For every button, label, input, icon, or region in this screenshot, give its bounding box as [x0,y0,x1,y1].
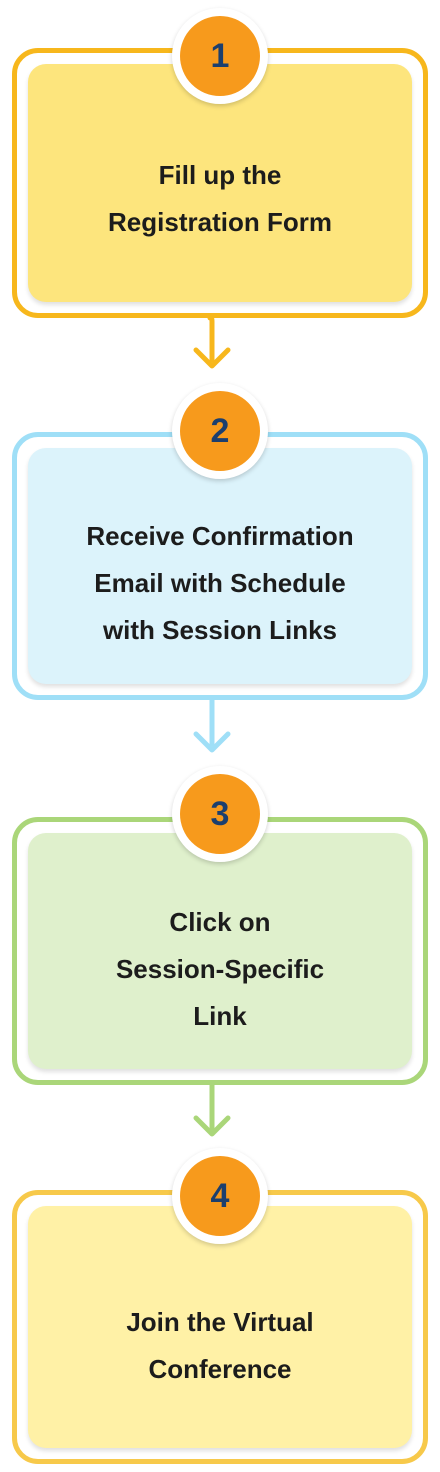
step-1-line-1: Fill up the [158,160,282,190]
step-4-panel: Join the Virtual Conference [28,1206,412,1448]
step-2-number: 2 [180,391,260,471]
step-3-number: 3 [180,774,260,854]
step-2-panel: Receive Confirmation Email with Schedule… [28,448,412,684]
step-4-line-2: Conference [148,1354,292,1384]
step-2-badge: 2 [172,383,268,479]
step-1-line-2: Registration Form [108,207,332,237]
step-3-panel: Click on Session-Specific Link [28,833,412,1069]
step-1-number: 1 [180,16,260,96]
step-3-line-1: Click on [169,906,271,937]
step-2-card: Receive Confirmation Email with Schedule… [12,432,428,700]
step-4-number: 4 [180,1156,260,1236]
step-4-text: Join the Virtual Conference [126,1299,313,1393]
step-1-card: Fill up the Registration Form [12,48,428,318]
connector-2-to-3 [193,697,231,753]
connector-1-to-2 [193,315,231,369]
step-1-badge: 1 [172,8,268,104]
step-3-badge: 3 [172,766,268,862]
step-3-line-3: Link [193,1000,247,1031]
step-4-card: Join the Virtual Conference [12,1190,428,1464]
step-2-line-1: Receive Confirmation [86,520,354,551]
step-2-line-2: Email with Schedule [94,567,346,598]
step-3-text: Click on Session-Specific Link [116,899,324,1040]
step-4-badge: 4 [172,1148,268,1244]
step-2-line-3: with Session Links [102,614,338,645]
step-1-text: Fill up the Registration Form [108,152,332,246]
connector-3-to-4 [193,1082,231,1137]
step-3-line-2: Session-Specific [115,953,325,984]
step-2-text: Receive Confirmation Email with Schedule… [86,513,353,654]
step-4-line-1: Join the Virtual [126,1307,314,1337]
